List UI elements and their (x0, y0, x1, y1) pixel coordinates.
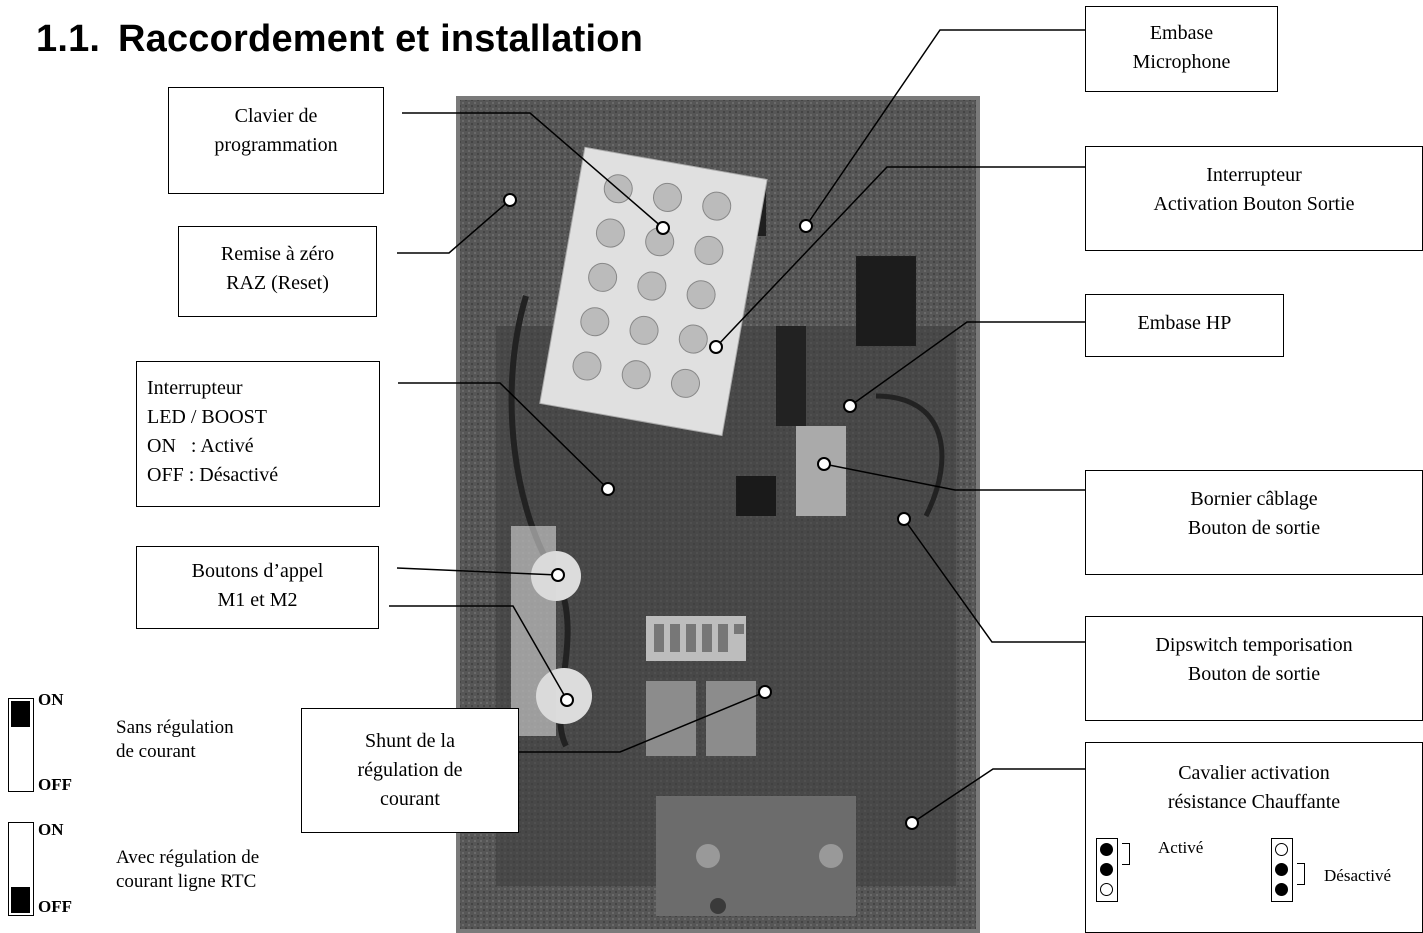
label-line: programmation (214, 134, 338, 156)
jumper-inactive-label: Désactivé (1324, 866, 1392, 885)
label-line: Clavier de (234, 105, 318, 127)
section-title: Raccordement et installation (118, 18, 644, 60)
circuit-board-photo (456, 96, 980, 933)
label-line: régulation de (357, 759, 463, 781)
label-boutons-appel: Boutons d’appel M1 et M2 (136, 546, 379, 629)
label-line: LED / BOOST (147, 406, 267, 428)
label-line: Bouton de sortie (1187, 517, 1321, 539)
label-line: résistance Chauffante (1167, 791, 1341, 813)
label-line: Embase (1149, 22, 1214, 44)
label-line: Embase HP (1137, 312, 1232, 334)
legend-line: Sans régulation (116, 717, 234, 738)
label-line: Remise à zéro (220, 243, 335, 265)
legend-line: de courant (116, 741, 196, 762)
label-line: ON : Activé (147, 435, 254, 457)
label-embase-micro: Embase Microphone (1085, 6, 1278, 92)
legend-line: courant ligne RTC (116, 871, 257, 892)
label-line: Activation Bouton Sortie (1153, 193, 1355, 215)
label-line: Bornier câblage (1190, 488, 1318, 510)
page-title: 1.1. Raccordement et installation (36, 18, 643, 61)
switch-off-icon (8, 822, 34, 916)
label-line: RAZ (Reset) (226, 272, 329, 294)
label-embase-hp: Embase HP (1085, 294, 1284, 357)
legend-line: Avec régulation de (116, 847, 260, 868)
label-line: Microphone (1132, 51, 1231, 73)
label-line: Interrupteur (147, 377, 243, 399)
label-line: Cavalier activation (1178, 762, 1330, 784)
label-interrupteur-sortie: Interrupteur Activation Bouton Sortie (1085, 146, 1423, 251)
label-line: courant (380, 788, 440, 810)
switch-off-label: OFF (38, 897, 72, 916)
legend-avec-regulation: Avec régulation de courant ligne RTC (116, 846, 259, 894)
label-line: OFF : Désactivé (147, 464, 279, 486)
switch-on-label: ON (38, 690, 64, 709)
jumper-bracket-icon (1122, 843, 1130, 865)
label-dipswitch: Dipswitch temporisation Bouton de sortie (1085, 616, 1423, 721)
label-line: Shunt de la (365, 730, 455, 752)
switch-off-label: OFF (38, 775, 72, 794)
switch-on-label: ON (38, 820, 64, 839)
label-line: Dipswitch temporisation (1155, 634, 1353, 656)
label-bornier: Bornier câblage Bouton de sortie (1085, 470, 1423, 575)
label-line: Boutons d’appel (191, 560, 324, 582)
label-remise: Remise à zéro RAZ (Reset) (178, 226, 377, 317)
jumper-active-icon (1096, 838, 1118, 902)
jumper-inactive-icon (1271, 838, 1293, 902)
label-line: Bouton de sortie (1187, 663, 1321, 685)
jumper-active-label: Activé (1158, 838, 1204, 857)
label-shunt: Shunt de la régulation de courant (301, 708, 519, 833)
label-cavalier: Cavalier activation résistance Chauffant… (1085, 742, 1423, 933)
jumper-bracket-icon (1297, 863, 1305, 885)
label-clavier: Clavier de programmation (168, 87, 384, 194)
label-line: Interrupteur (1206, 164, 1302, 186)
label-interrupteur-led: Interrupteur LED / BOOST ON : Activé OFF… (136, 361, 380, 507)
switch-on-icon (8, 698, 34, 792)
label-line: M1 et M2 (217, 589, 298, 611)
section-number: 1.1. (36, 18, 101, 60)
legend-sans-regulation: Sans régulation de courant (116, 716, 234, 764)
